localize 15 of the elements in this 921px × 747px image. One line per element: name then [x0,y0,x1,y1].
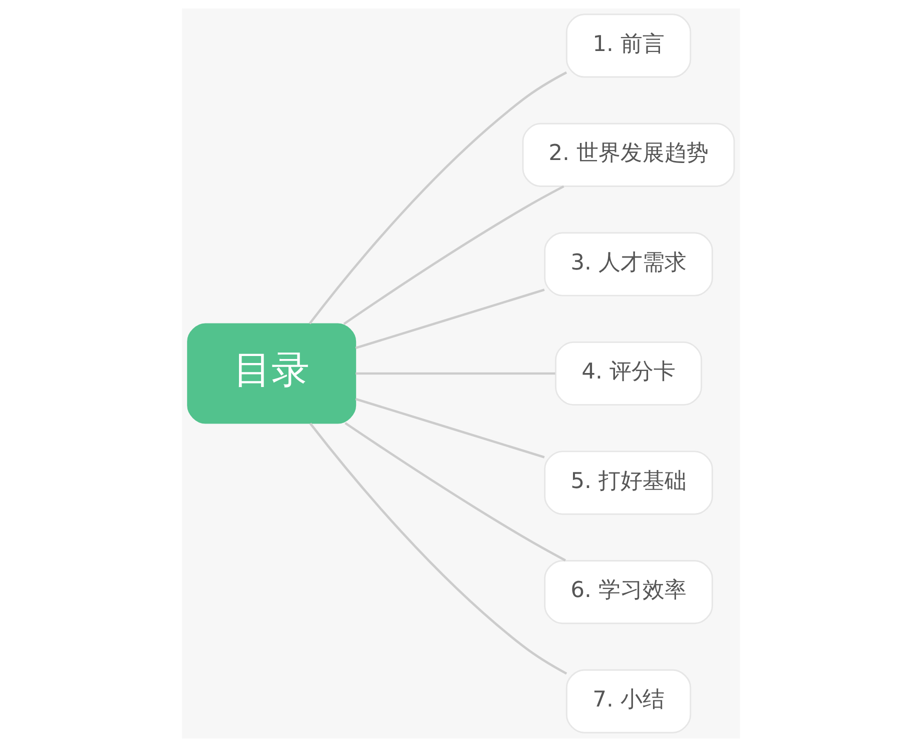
node-box: 1. 前言 [565,14,691,78]
connector [354,398,544,458]
connector [308,422,567,675]
node-box: 5. 打好基础 [544,450,713,515]
connector [355,372,555,375]
node-box: 3. 人才需求 [544,232,713,296]
connector [344,422,566,562]
node-box: 6. 学习效率 [544,560,713,624]
node-box: 目录 [186,323,356,424]
node-box: 2. 世界发展趋势 [522,122,734,188]
connector [342,185,564,325]
connector [354,288,544,350]
connector [308,71,567,324]
node-box: 7. 小结 [565,669,691,734]
node-box: 4. 评分卡 [554,341,702,406]
